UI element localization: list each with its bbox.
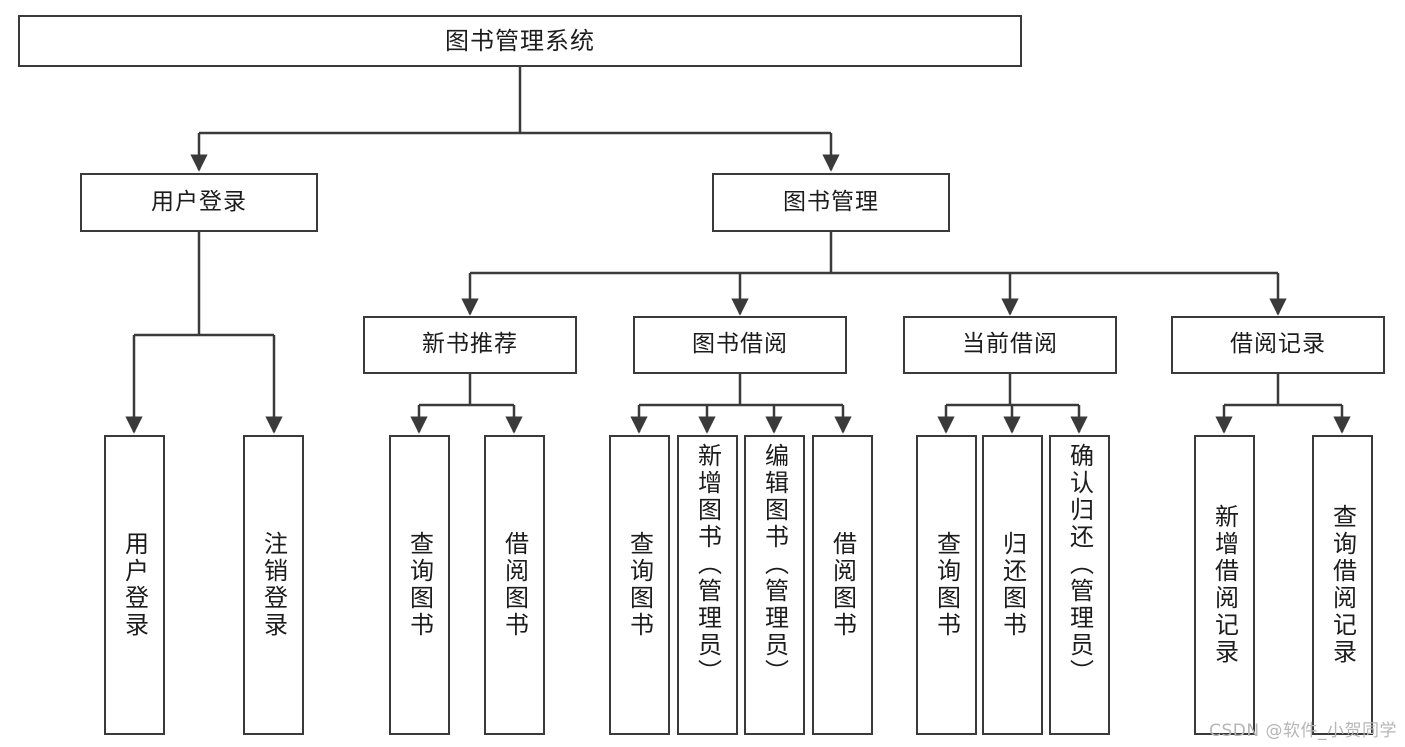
leaf-new-book-borrow[interactable]: 借阅图书 <box>484 435 545 735</box>
leaf-book-borrow-add[interactable]: 新增图书（管理员） <box>677 435 738 735</box>
leaf-user-login-logout[interactable]: 注销登录 <box>243 435 304 735</box>
leaf-borrow-record-add[interactable]: 新增借阅记录 <box>1194 435 1255 735</box>
node-user-login[interactable]: 用户登录 <box>80 173 318 232</box>
node-label: 当前借阅 <box>962 331 1058 358</box>
leaf-user-login-login[interactable]: 用户登录 <box>104 435 165 735</box>
node-label: 图书借阅 <box>692 331 788 358</box>
node-label: 借阅图书 <box>828 531 857 639</box>
node-label: 借阅图书 <box>500 531 529 639</box>
node-root-system[interactable]: 图书管理系统 <box>18 15 1022 67</box>
leaf-book-borrow-edit[interactable]: 编辑图书（管理员） <box>744 435 805 735</box>
node-label: 归还图书 <box>998 531 1027 639</box>
leaf-current-borrow-query[interactable]: 查询图书 <box>916 435 977 735</box>
node-label: 新增借阅记录 <box>1210 504 1239 666</box>
node-label: 编辑图书（管理员） <box>760 443 789 686</box>
leaf-book-borrow-query[interactable]: 查询图书 <box>609 435 670 735</box>
node-label: 用户登录 <box>120 531 149 639</box>
node-label: 查询图书 <box>625 531 654 639</box>
node-label: 图书管理 <box>783 188 879 215</box>
node-book-borrow[interactable]: 图书借阅 <box>633 316 847 374</box>
leaf-current-borrow-return[interactable]: 归还图书 <box>982 435 1043 735</box>
node-book-management[interactable]: 图书管理 <box>712 173 950 232</box>
leaf-current-borrow-confirm[interactable]: 确认归还（管理员） <box>1049 435 1110 735</box>
node-label: 用户登录 <box>151 188 247 215</box>
leaf-borrow-record-query[interactable]: 查询借阅记录 <box>1312 435 1373 735</box>
node-current-borrow[interactable]: 当前借阅 <box>903 316 1117 374</box>
node-label: 新书推荐 <box>422 331 518 358</box>
node-label: 借阅记录 <box>1230 331 1326 358</box>
leaf-new-book-query[interactable]: 查询图书 <box>389 435 450 735</box>
node-borrow-record[interactable]: 借阅记录 <box>1171 316 1385 374</box>
watermark-text: CSDN @软件_小贺同学 <box>1209 721 1397 741</box>
node-label: 查询图书 <box>932 531 961 639</box>
node-new-book-recommend[interactable]: 新书推荐 <box>363 316 577 374</box>
node-label: 注销登录 <box>259 531 288 639</box>
node-label: 图书管理系统 <box>445 26 595 55</box>
node-label: 新增图书（管理员） <box>693 443 722 686</box>
leaf-book-borrow-borrow[interactable]: 借阅图书 <box>812 435 873 735</box>
node-label: 查询图书 <box>405 531 434 639</box>
node-label: 确认归还（管理员） <box>1065 443 1094 686</box>
node-label: 查询借阅记录 <box>1328 504 1357 666</box>
